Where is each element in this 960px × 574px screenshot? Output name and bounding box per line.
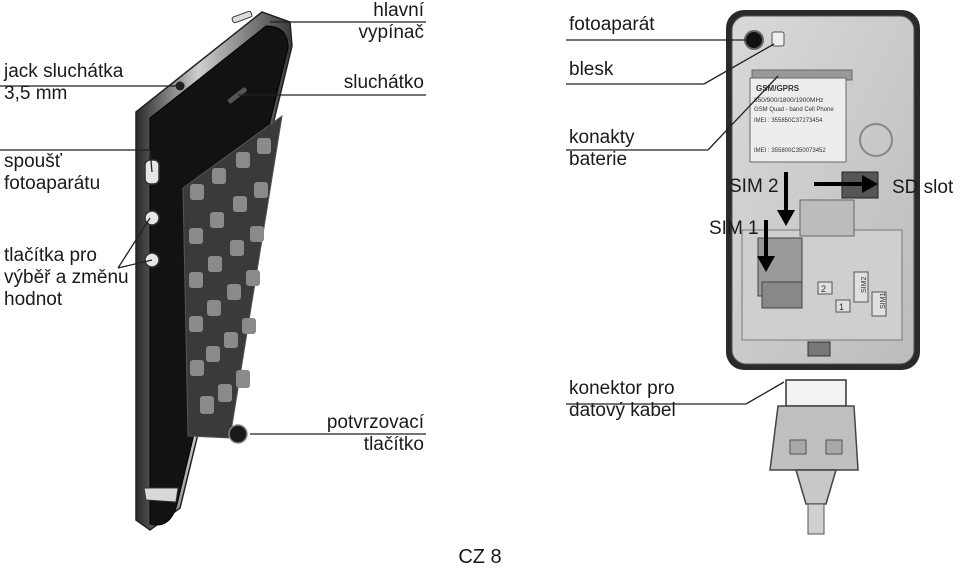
label-power-button: hlavní vypínač <box>358 0 424 43</box>
camera-lens <box>744 30 764 50</box>
app-icon <box>208 256 222 272</box>
front-phone <box>135 10 293 531</box>
sticker-text: IMEI : 355850C37273454 <box>754 118 823 124</box>
app-icon <box>189 272 203 288</box>
battery-sticker: GSM/GPRS 850/900/1800/1900MHz GSM Quad -… <box>749 77 847 163</box>
label-earpiece: sluchátko <box>343 72 424 93</box>
app-icon <box>210 212 224 228</box>
leader-lines <box>0 21 785 435</box>
earpiece <box>227 87 247 104</box>
app-icon <box>206 346 220 362</box>
power-button[interactable] <box>231 10 253 24</box>
app-icon <box>227 284 241 300</box>
app-icon <box>250 226 264 242</box>
page-number: CZ 8 <box>458 546 502 568</box>
sticker-text: GSM Quad - band Cell Phone <box>754 107 834 113</box>
label-battery-contacts: konakty baterie <box>569 127 635 170</box>
app-icon <box>254 182 268 198</box>
slot-label-sim2: SIM2 <box>861 277 868 293</box>
app-icons <box>189 138 271 414</box>
home-button[interactable] <box>228 424 248 444</box>
app-icon <box>212 168 226 184</box>
label-sd-slot: SD slot <box>892 177 954 198</box>
arrows <box>757 172 878 272</box>
sticker-text: IMEI : 355800C350073452 <box>754 148 826 154</box>
slot-label-sim1: SIM1 <box>880 293 887 309</box>
app-icon <box>230 240 244 256</box>
slot-number-2: 2 <box>821 284 826 294</box>
label-camera-shutter: spoušť fotoaparátu <box>4 151 101 194</box>
label-confirm-button: potvrzovací tlačítko <box>326 412 424 455</box>
app-icon <box>233 196 247 212</box>
sticker-text: 850/900/1800/1900MHz <box>754 97 823 104</box>
flash <box>771 31 785 47</box>
app-icon <box>257 138 271 154</box>
app-icon <box>236 152 250 168</box>
app-icon <box>189 228 203 244</box>
label-camera: fotoaparát <box>569 14 655 35</box>
label-sim1: SIM 1 <box>709 218 759 239</box>
app-icon <box>224 332 238 348</box>
sticker-text: GSM/GPRS <box>756 84 800 93</box>
label-sim2: SIM 2 <box>729 176 779 197</box>
label-data-connector: konektor pro datový kabel <box>569 378 676 421</box>
sim2-slot <box>799 199 855 237</box>
app-icon <box>189 316 203 332</box>
app-icon <box>242 318 256 334</box>
app-icon <box>190 184 204 200</box>
app-icon <box>207 300 221 316</box>
app-icon <box>246 270 260 286</box>
app-icon <box>190 360 204 376</box>
label-headphone-jack: jack sluchátka 3,5 mm <box>4 61 124 104</box>
app-icon <box>218 384 232 402</box>
data-cable <box>769 379 859 535</box>
slot-number-1: 1 <box>839 302 844 312</box>
app-icon <box>236 370 250 388</box>
app-icon <box>200 396 214 414</box>
label-value-buttons: tlačítka pro výběř a změnu hodnot <box>4 245 129 310</box>
label-flash: blesk <box>569 59 614 80</box>
